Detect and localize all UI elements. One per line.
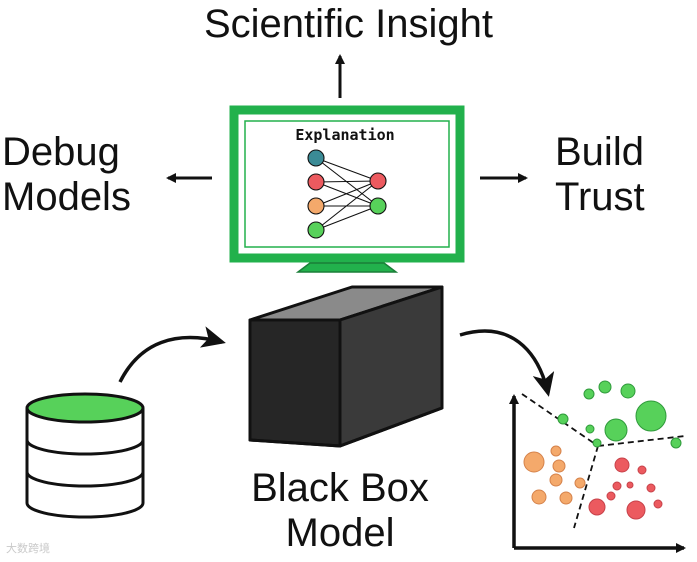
debug-models-label: Debug Models <box>2 130 131 220</box>
monitor-icon <box>229 105 465 273</box>
build-trust-label: Build Trust <box>555 130 645 220</box>
scientific-insight-label: Scientific Insight <box>203 2 494 46</box>
monitor-title: Explanation <box>295 126 394 144</box>
black-box-model-label: Black Box Model <box>200 466 480 556</box>
red-cluster <box>588 457 663 520</box>
build-trust-line-2: Trust <box>555 174 645 219</box>
black-box-model-line-1: Black Box <box>251 466 429 510</box>
debug-models-line-1: Debug <box>2 130 120 174</box>
debug-models-line-2: Models <box>2 174 131 219</box>
orange-cluster <box>523 445 586 505</box>
green-cluster <box>557 380 682 449</box>
black-box-icon <box>248 285 444 448</box>
build-trust-line-1: Build <box>555 130 644 174</box>
database-icon <box>25 392 145 519</box>
arrow-box-to-plot <box>459 329 555 397</box>
black-box-model-line-2: Model <box>285 510 395 555</box>
watermark: 大数跨境 <box>6 542 50 555</box>
arrow-database-to-box <box>118 326 226 383</box>
neural-network-icon <box>307 149 387 239</box>
scatter-plot-icon <box>509 380 686 553</box>
